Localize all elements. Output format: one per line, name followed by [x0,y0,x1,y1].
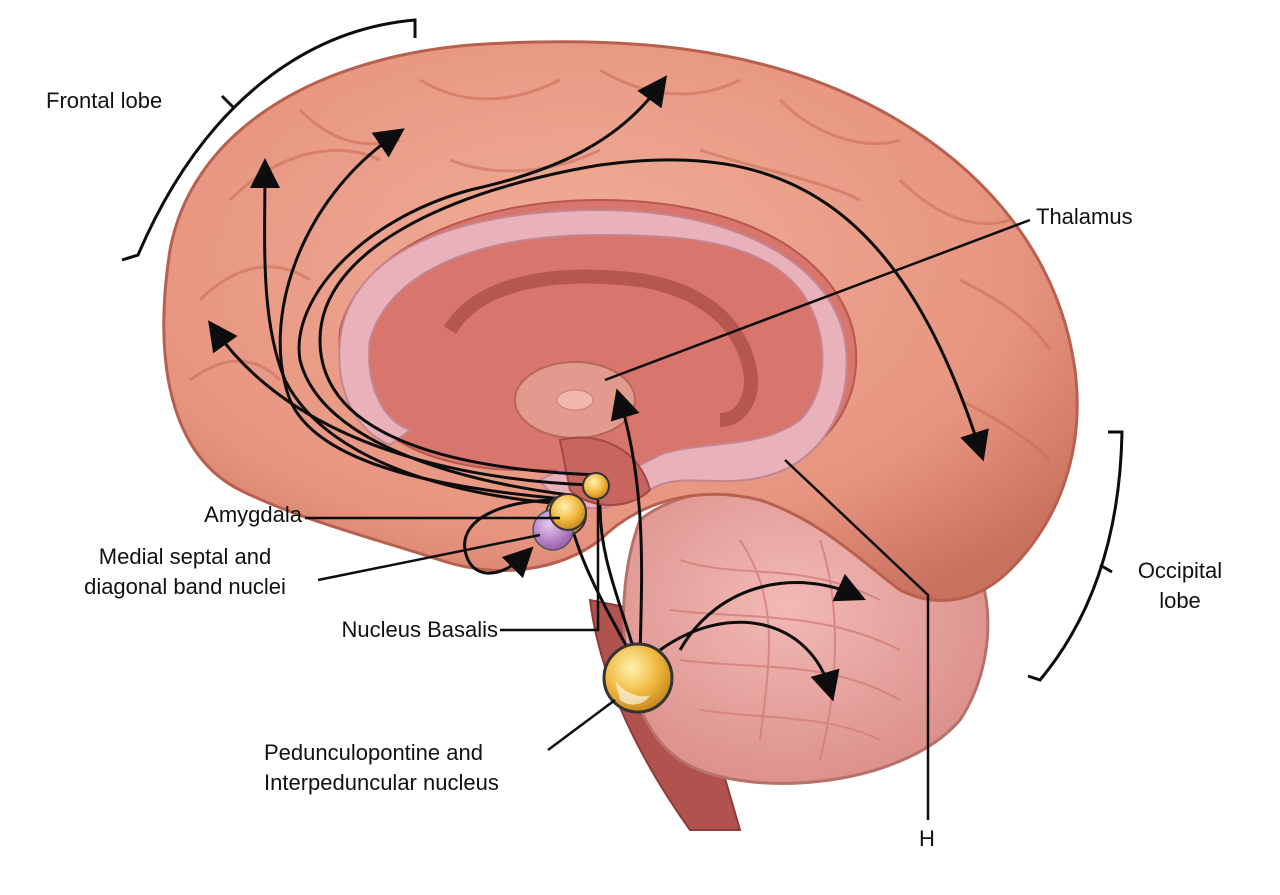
pathway-to-thalamus [610,388,644,671]
fornix [444,269,758,427]
ppn-highlight [615,680,650,705]
medial-surface [338,198,858,474]
ppn-label: Pedunculopontine and Interpeduncular nuc… [264,738,499,798]
thalamus-label: Thalamus [1036,204,1133,229]
ppn-label-line1: Pedunculopontine and [264,740,483,765]
pathway-to-cerebellum-2 [659,620,840,702]
frontal-lobe-bracket-tick [220,94,236,110]
pathway-to-frontal-4 [208,320,591,487]
nucleus-basalis-label: Nucleus Basalis [341,617,498,642]
pathway-to-frontal-2 [278,128,576,502]
medial-septal-label-line2: diagonal band nuclei [84,574,286,599]
amygdala-marker-front [549,493,587,531]
ppn-label-line2: Interpeduncular nucleus [264,770,499,795]
cortex-gyri [189,68,1052,462]
pathway-to-cerebellum-1 [678,573,866,651]
cholinergic-pathways [208,75,989,702]
occipital-lobe-bracket-tick [1099,563,1113,574]
occipital-lobe-label-line2: lobe [1159,588,1201,613]
nucleus-basalis-leader [500,500,600,632]
ppn-leader [547,698,616,752]
occipital-lobe-label: Occipital lobe [1122,556,1238,616]
thalamus-leader [604,218,1031,382]
medial-septal-label-line1: Medial septal and [98,544,272,569]
nucleus-basalis-marker [582,472,610,500]
pathway-to-occipital [318,158,989,477]
amygdala-label: Amygdala [204,502,302,527]
h-leader [784,459,930,820]
occipital-lobe-label-line1: Occipital [1137,558,1223,583]
frontal-lobe-bracket [121,18,417,262]
corpus-callosum [338,208,848,510]
pathway-to-frontal-1 [249,158,581,507]
medial-septal-leader [317,533,541,582]
frontal-lobe-label: Frontal lobe [46,88,163,113]
occipital-lobe-bracket [1027,430,1124,682]
medial-septal-label: Medial septal and diagonal band nuclei [50,542,320,602]
thalamus-adhesion [556,389,594,411]
h-label: H [919,826,935,851]
